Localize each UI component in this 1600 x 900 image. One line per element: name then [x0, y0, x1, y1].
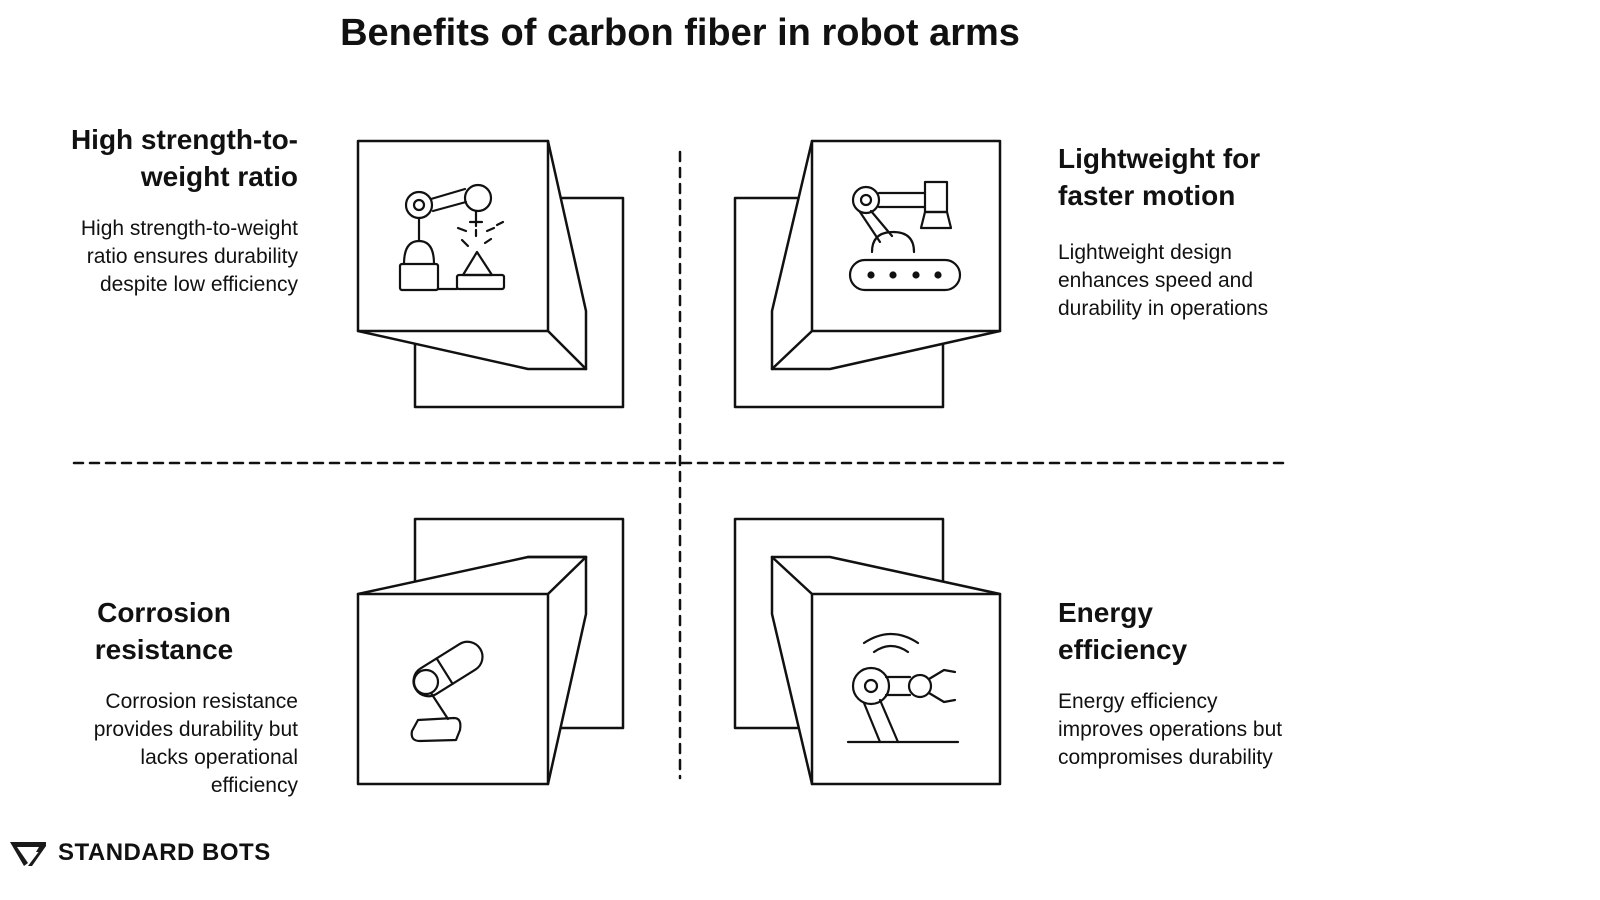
brand-logo: STANDARD BOTS — [8, 838, 271, 868]
heading-high-strength: High strength-to-weight ratio — [70, 124, 298, 192]
robot-arm-simple-icon — [410, 640, 484, 743]
block-bottom-right — [733, 517, 1002, 786]
robot-arm-welding-icon — [398, 183, 506, 292]
block-top-right — [733, 139, 1002, 409]
heading-energy: Energy efficiency — [1058, 597, 1188, 665]
block-bottom-left — [356, 517, 625, 786]
block-top-left — [356, 139, 625, 409]
standard-bots-logo-icon — [10, 842, 46, 866]
description-energy: Energy efficiency improves operations bu… — [1058, 690, 1283, 769]
description-lightweight: Lightweight design enhances speed and du… — [1058, 241, 1269, 320]
description-high-strength: High strength-to-weight ratio ensures du… — [80, 217, 298, 296]
robot-gripper-signal-icon — [846, 632, 960, 744]
heading-corrosion: Corrosion resistance — [94, 597, 234, 665]
description-corrosion: Corrosion resistance provides durability… — [93, 690, 298, 797]
brand-name: STANDARD BOTS — [58, 839, 271, 866]
robot-arm-conveyor-icon — [848, 180, 962, 292]
heading-lightweight: Lightweight for faster motion — [1058, 143, 1261, 211]
page-title: Benefits of carbon fiber in robot arms — [340, 12, 1020, 54]
